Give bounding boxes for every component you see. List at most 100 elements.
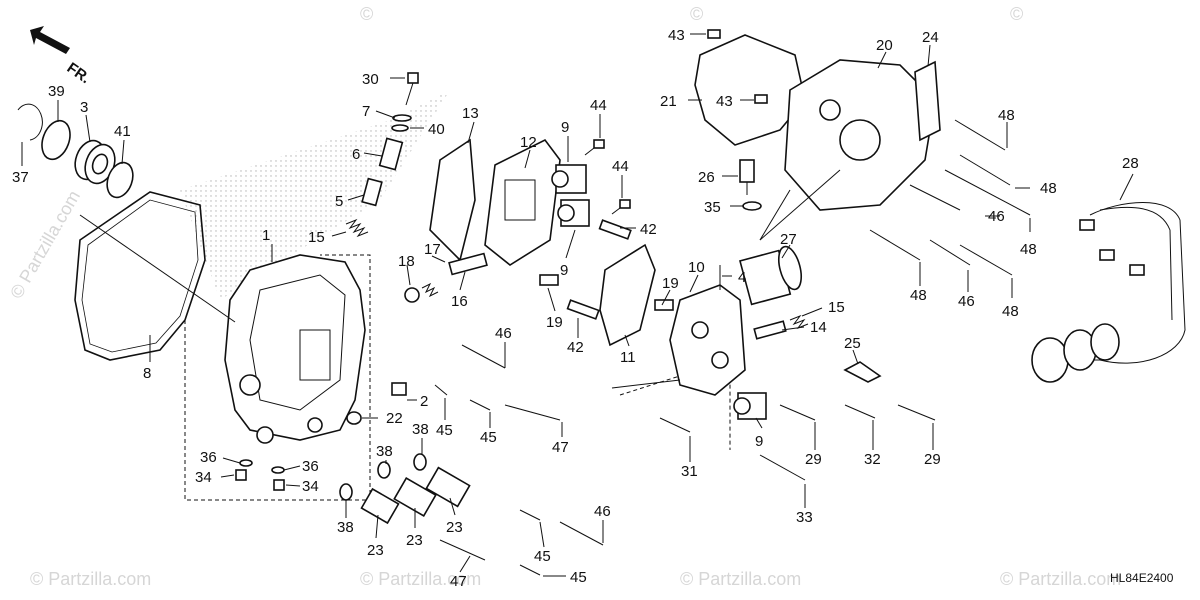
part-47-bolt-a[interactable] <box>504 404 561 421</box>
part-45-bolt-c[interactable] <box>519 509 541 521</box>
callout-38b[interactable]: 38 <box>412 421 429 438</box>
part-46-bolt-b[interactable] <box>559 521 604 546</box>
part-24-bracket[interactable] <box>914 60 941 142</box>
part-20-cover[interactable] <box>784 59 936 211</box>
part-23-sensor-b[interactable] <box>393 477 437 517</box>
part-9-solenoid-a[interactable] <box>551 164 587 194</box>
callout-42b[interactable]: 42 <box>567 339 584 356</box>
callout-23a[interactable]: 23 <box>367 542 384 559</box>
part-36-washer-a[interactable] <box>239 459 253 467</box>
part-47-bolt-b[interactable] <box>439 539 486 561</box>
part-26-sensor[interactable] <box>739 159 755 195</box>
callout-23b[interactable]: 23 <box>406 532 423 549</box>
part-39-ring[interactable] <box>37 117 75 163</box>
callout-24[interactable]: 24 <box>922 29 939 46</box>
callout-12[interactable]: 12 <box>520 134 537 151</box>
part-16-valve-spool[interactable] <box>448 252 488 276</box>
part-29-bolt-b[interactable] <box>897 404 936 421</box>
part-2-dowel[interactable] <box>391 382 407 396</box>
callout-33[interactable]: 33 <box>796 509 813 526</box>
part-42-pin-a[interactable] <box>598 219 632 240</box>
part-48-bolt-c[interactable] <box>944 169 1031 216</box>
part-9-solenoid-b[interactable] <box>557 199 590 227</box>
callout-10[interactable]: 10 <box>688 259 705 276</box>
part-27-solenoid[interactable] <box>739 244 805 306</box>
callout-20[interactable]: 20 <box>876 37 893 54</box>
callout-46d[interactable]: 46 <box>988 208 1005 225</box>
part-44-bolt-b[interactable] <box>611 199 631 215</box>
part-12-separator[interactable] <box>484 138 561 266</box>
callout-47b[interactable]: 47 <box>450 573 467 590</box>
callout-40[interactable]: 40 <box>428 121 445 138</box>
part-11-separator-plate[interactable] <box>599 243 656 347</box>
callout-48e[interactable]: 48 <box>1002 303 1019 320</box>
callout-18[interactable]: 18 <box>398 253 415 270</box>
part-36-washer-b[interactable] <box>271 466 285 474</box>
part-48-bolt-d[interactable] <box>869 229 921 261</box>
part-37-snap-ring[interactable] <box>17 103 43 141</box>
callout-36a[interactable]: 36 <box>200 449 217 466</box>
callout-8[interactable]: 8 <box>143 365 151 382</box>
part-7-oring[interactable] <box>392 114 412 122</box>
callout-21[interactable]: 21 <box>660 93 677 110</box>
callout-34b[interactable]: 34 <box>302 478 319 495</box>
callout-15b[interactable]: 15 <box>828 299 845 316</box>
callout-17[interactable]: 17 <box>424 241 441 258</box>
part-19-filter-a[interactable] <box>539 274 559 286</box>
callout-46b[interactable]: 46 <box>958 293 975 310</box>
callout-48c[interactable]: 48 <box>1020 241 1037 258</box>
part-38-oring-a[interactable] <box>339 483 353 501</box>
callout-30[interactable]: 30 <box>362 71 379 88</box>
callout-15a[interactable]: 15 <box>308 229 325 246</box>
part-35-oring[interactable] <box>742 201 762 211</box>
callout-45c[interactable]: 45 <box>534 548 551 565</box>
part-32-bolt[interactable] <box>844 404 876 419</box>
part-30-bolt[interactable] <box>405 72 419 106</box>
callout-44a[interactable]: 44 <box>590 97 607 114</box>
callout-9c[interactable]: 9 <box>755 433 763 450</box>
callout-22[interactable]: 22 <box>386 410 403 427</box>
part-13-plate[interactable] <box>429 138 476 262</box>
callout-48b[interactable]: 48 <box>1040 180 1057 197</box>
part-6-valve-body[interactable] <box>378 137 404 171</box>
part-31-bolt[interactable] <box>659 417 691 433</box>
callout-3[interactable]: 3 <box>80 99 88 116</box>
callout-45a[interactable]: 45 <box>436 422 453 439</box>
part-23-sensor-c[interactable] <box>425 466 471 508</box>
callout-47a[interactable]: 47 <box>552 439 569 456</box>
callout-35[interactable]: 35 <box>704 199 721 216</box>
part-15-spring[interactable] <box>345 218 369 238</box>
part-33-bolt[interactable] <box>759 454 806 481</box>
callout-45d[interactable]: 45 <box>570 569 587 586</box>
callout-1[interactable]: 1 <box>262 227 270 244</box>
part-1-transmission-case[interactable] <box>224 254 366 444</box>
part-48-bolt-e[interactable] <box>959 244 1013 276</box>
part-41-oring[interactable] <box>103 159 138 201</box>
callout-14[interactable]: 14 <box>810 319 827 336</box>
callout-34a[interactable]: 34 <box>195 469 212 486</box>
callout-31[interactable]: 31 <box>681 463 698 480</box>
part-46-bolt-a[interactable] <box>461 344 506 369</box>
callout-5[interactable]: 5 <box>335 193 343 210</box>
callout-16[interactable]: 16 <box>451 293 468 310</box>
part-43-dowel-a[interactable] <box>707 29 721 39</box>
callout-36b[interactable]: 36 <box>302 458 319 475</box>
callout-45b[interactable]: 45 <box>480 429 497 446</box>
part-40-oring[interactable] <box>391 124 409 132</box>
callout-29a[interactable]: 29 <box>805 451 822 468</box>
callout-38c[interactable]: 38 <box>337 519 354 536</box>
callout-28[interactable]: 28 <box>1122 155 1139 172</box>
part-42-pin-b[interactable] <box>566 299 600 320</box>
callout-32[interactable]: 32 <box>864 451 881 468</box>
callout-19a[interactable]: 19 <box>546 314 563 331</box>
part-44-bolt-a[interactable] <box>584 139 605 156</box>
part-46-bolt-d[interactable] <box>929 239 971 266</box>
callout-9b[interactable]: 9 <box>560 262 568 279</box>
part-17-spring[interactable] <box>421 282 439 298</box>
callout-39[interactable]: 39 <box>48 83 65 100</box>
part-34-plug-b[interactable] <box>273 479 285 491</box>
part-23-sensor-a[interactable] <box>360 487 400 525</box>
callout-23c[interactable]: 23 <box>446 519 463 536</box>
callout-13[interactable]: 13 <box>462 105 479 122</box>
part-48-bolt-b[interactable] <box>959 154 1011 186</box>
